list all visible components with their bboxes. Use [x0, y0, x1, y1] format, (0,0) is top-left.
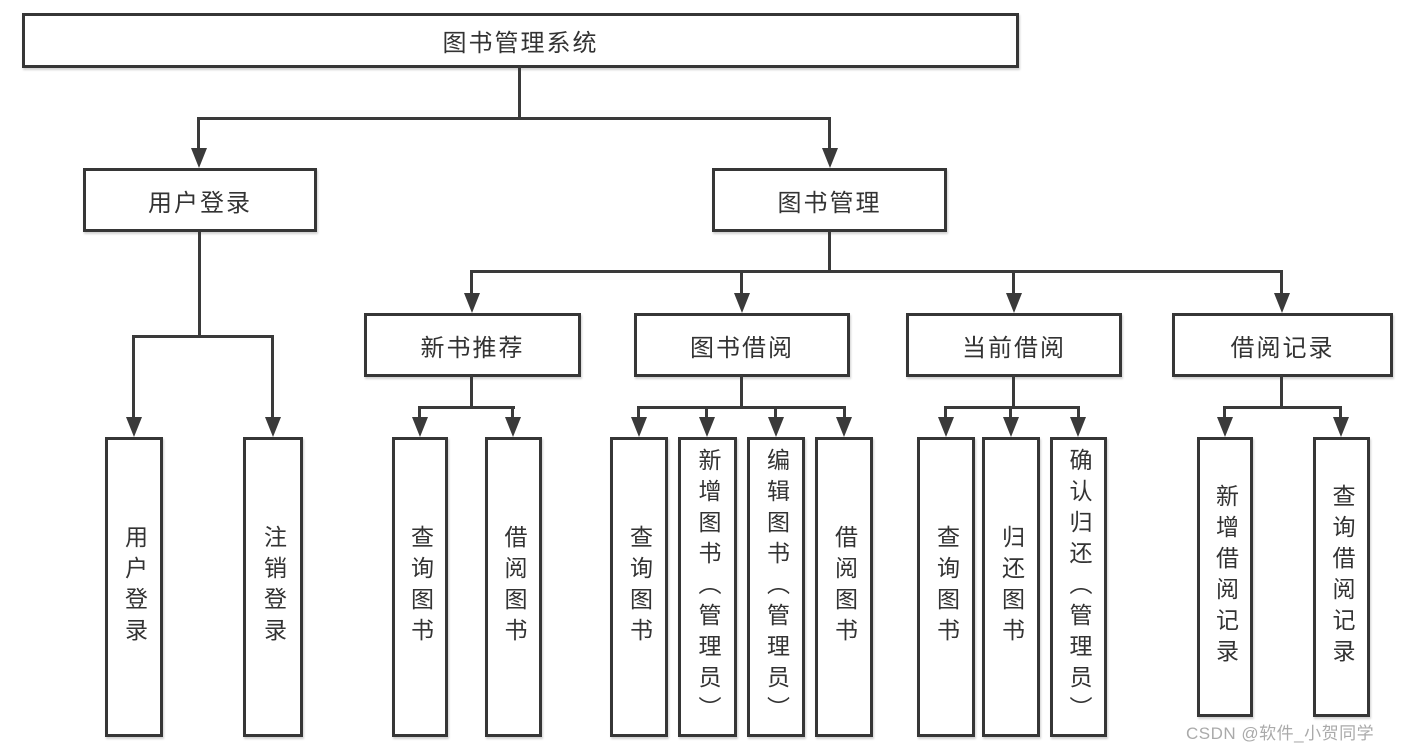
- connector-userlogin-hline: [132, 335, 274, 338]
- connector-br-stem-1: [1223, 406, 1226, 419]
- leaf-br-add-record-label: 新增借阅记录: [1212, 484, 1239, 670]
- arrow-down-icon: [412, 417, 428, 437]
- node-user-login-label: 用户登录: [148, 189, 252, 217]
- connector-br-vline: [1280, 375, 1283, 409]
- node-root-box: 图书管理系统: [22, 13, 1019, 68]
- arrow-down-icon: [1003, 417, 1019, 437]
- leaf-bb-edit-books-label: 编辑图书（管理员）: [763, 447, 790, 727]
- arrow-down-icon: [1006, 293, 1022, 313]
- arrow-down-icon: [1274, 293, 1290, 313]
- connector-bb-hline: [637, 406, 846, 409]
- connector-bb-stem-3: [774, 406, 777, 419]
- node-new-book-recommend-label: 新书推荐: [420, 334, 525, 362]
- leaf-logout-box: 注销登录: [243, 437, 303, 737]
- arrow-down-icon: [464, 293, 480, 313]
- arrow-down-icon: [699, 417, 715, 437]
- connector-cb-stem-3: [1077, 406, 1080, 419]
- connector-cb-stem-1: [944, 406, 947, 419]
- leaf-bb-query-books-label: 查询图书: [626, 525, 653, 649]
- connector-cb-stem-2: [1009, 406, 1012, 419]
- leaf-nbr-borrow-books-label: 借阅图书: [501, 525, 527, 649]
- arrow-down-icon: [191, 148, 207, 168]
- leaf-cb-return-books-label: 归还图书: [998, 525, 1025, 649]
- connector-bookmgmt-stem-3: [1012, 270, 1015, 295]
- connector-br-hline: [1223, 406, 1342, 409]
- connector-nbr-hline: [418, 406, 515, 409]
- node-book-borrow-box: 图书借阅: [634, 313, 850, 377]
- arrow-down-icon: [938, 417, 954, 437]
- arrow-down-icon: [265, 417, 281, 437]
- connector-root-hline: [197, 117, 831, 120]
- node-book-management-box: 图书管理: [712, 168, 947, 232]
- arrow-down-icon: [631, 417, 647, 437]
- connector-cb-vline: [1012, 375, 1015, 409]
- connector-bookmgmt-vline: [828, 231, 831, 273]
- node-borrow-records-box: 借阅记录: [1172, 313, 1393, 377]
- node-new-book-recommend-box: 新书推荐: [364, 313, 581, 377]
- node-book-management-label: 图书管理: [777, 189, 882, 217]
- connector-root-vline: [518, 66, 521, 120]
- leaf-nbr-query-books-box: 查询图书: [392, 437, 448, 737]
- node-user-login-box: 用户登录: [83, 168, 317, 232]
- arrow-down-icon: [505, 417, 521, 437]
- leaf-br-query-record-box: 查询借阅记录: [1313, 437, 1370, 717]
- connector-nbr-vline: [470, 375, 473, 409]
- connector-bb-stem-1: [637, 406, 640, 419]
- connector-bookmgmt-stem-2: [740, 270, 743, 295]
- connector-root-left-stem: [197, 117, 200, 150]
- connector-nbr-stem-1: [418, 406, 421, 419]
- arrow-down-icon: [126, 417, 142, 437]
- arrow-down-icon: [836, 417, 852, 437]
- leaf-bb-query-books-box: 查询图书: [610, 437, 668, 737]
- leaf-nbr-borrow-books-box: 借阅图书: [485, 437, 542, 737]
- arrow-down-icon: [1333, 417, 1349, 437]
- node-current-borrow-label: 当前借阅: [962, 334, 1066, 362]
- leaf-br-query-record-label: 查询借阅记录: [1329, 484, 1355, 670]
- connector-bb-stem-2: [705, 406, 708, 419]
- connector-bookmgmt-stem-4: [1280, 270, 1283, 295]
- csdn-watermark: CSDN @软件_小贺同学: [1186, 724, 1375, 743]
- connector-root-right-stem: [828, 117, 831, 150]
- leaf-bb-borrow-books-label: 借阅图书: [831, 525, 858, 649]
- connector-userlogin-stem-2: [271, 335, 274, 419]
- node-book-borrow-label: 图书借阅: [690, 334, 794, 362]
- leaf-cb-query-books-box: 查询图书: [917, 437, 975, 737]
- leaf-br-add-record-box: 新增借阅记录: [1197, 437, 1253, 717]
- leaf-bb-add-books-box: 新增图书（管理员）: [678, 437, 737, 737]
- arrow-down-icon: [734, 293, 750, 313]
- arrow-down-icon: [1217, 417, 1233, 437]
- connector-cb-hline: [944, 406, 1080, 409]
- node-current-borrow-box: 当前借阅: [906, 313, 1122, 377]
- node-root-label: 图书管理系统: [442, 30, 599, 57]
- leaf-cb-confirm-return-label: 确认归还（管理员）: [1066, 447, 1092, 727]
- connector-nbr-stem-2: [511, 406, 514, 419]
- leaf-cb-query-books-label: 查询图书: [933, 525, 960, 649]
- arrow-down-icon: [768, 417, 784, 437]
- arrow-down-icon: [1070, 417, 1086, 437]
- node-borrow-records-label: 借阅记录: [1230, 334, 1335, 362]
- leaf-bb-borrow-books-box: 借阅图书: [815, 437, 873, 737]
- connector-userlogin-vline: [198, 232, 201, 338]
- leaf-cb-confirm-return-box: 确认归还（管理员）: [1050, 437, 1107, 737]
- connector-bb-stem-4: [843, 406, 846, 419]
- connector-userlogin-stem-1: [132, 335, 135, 419]
- leaf-user-login-box: 用户登录: [105, 437, 163, 737]
- leaf-bb-edit-books-box: 编辑图书（管理员）: [747, 437, 805, 737]
- connector-bookmgmt-hline: [470, 270, 1283, 273]
- leaf-nbr-query-books-label: 查询图书: [407, 525, 434, 649]
- leaf-logout-label: 注销登录: [260, 525, 287, 649]
- leaf-user-login-label: 用户登录: [121, 525, 148, 649]
- leaf-cb-return-books-box: 归还图书: [982, 437, 1040, 737]
- leaf-bb-add-books-label: 新增图书（管理员）: [695, 447, 721, 727]
- connector-bookmgmt-stem-1: [470, 270, 473, 295]
- connector-br-stem-2: [1339, 406, 1342, 419]
- arrow-down-icon: [822, 148, 838, 168]
- connector-bb-vline: [740, 375, 743, 409]
